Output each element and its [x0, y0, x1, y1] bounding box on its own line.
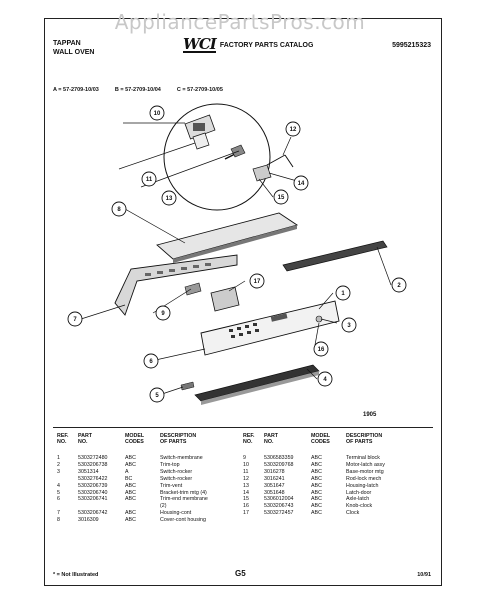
watermark: AppliancePartsPros.com [114, 10, 366, 34]
svg-text:2: 2 [397, 283, 401, 289]
wci-logo: WCI [183, 34, 217, 53]
latch-detail-circle [163, 103, 271, 211]
svg-text:12: 12 [290, 127, 297, 133]
page-number: G5 [235, 569, 246, 578]
parts-catalog-page: TAPPAN WALL OVEN WCI FACTORY PARTS CATAL… [44, 18, 442, 586]
divider [53, 427, 433, 428]
svg-text:10: 10 [154, 111, 161, 117]
brand-name: TAPPAN [53, 40, 81, 47]
callout-7: 7 [67, 311, 83, 327]
svg-text:4: 4 [323, 377, 327, 383]
callout-11: 11 [141, 171, 157, 187]
callout-14: 14 [293, 175, 309, 191]
svg-text:17: 17 [254, 279, 261, 285]
callout-10: 10 [149, 105, 165, 121]
svg-text:9: 9 [161, 311, 165, 317]
svg-text:3: 3 [347, 323, 351, 329]
exploded-parts-diagram: 10 11 12 13 14 15 8 2 7 9 17 1 3 16 6 4 … [67, 103, 407, 405]
col-ref: REF.NO. [243, 433, 255, 445]
callout-17: 17 [249, 273, 265, 289]
catalog-title: FACTORY PARTS CATALOG [219, 41, 314, 49]
brand-block: TAPPAN WALL OVEN [53, 39, 94, 57]
svg-text:11: 11 [146, 177, 153, 183]
housing-drawing [114, 254, 238, 316]
variant-c: C = 57-2709-10/05 [176, 87, 223, 93]
model-variants: A = 57-2709-10/03 B = 57-2709-10/04 C = … [53, 87, 353, 93]
figure-number: 1905 [363, 412, 377, 418]
callout-9: 9 [155, 305, 171, 321]
col-ref: REF.NO. [57, 433, 69, 445]
svg-text:15: 15 [278, 195, 285, 201]
cover-panel-drawing [156, 212, 299, 260]
svg-text:1: 1 [341, 291, 345, 297]
callout-8: 8 [111, 201, 127, 217]
vent-trim-drawing [194, 364, 320, 402]
catalog-number: 5995215323 [392, 42, 431, 49]
variant-b: B = 57-2709-10/04 [114, 87, 161, 93]
callout-2: 2 [391, 277, 407, 293]
revision-date: 10/91 [417, 572, 431, 578]
callout-15: 15 [273, 189, 289, 205]
svg-text:6: 6 [149, 359, 153, 365]
product-name: WALL OVEN [53, 49, 95, 56]
svg-text:8: 8 [117, 207, 121, 213]
motor-latch-drawing [184, 114, 294, 182]
callout-6: 6 [143, 353, 159, 369]
svg-text:13: 13 [166, 196, 173, 202]
top-trim-drawing [282, 240, 388, 272]
callout-5: 5 [149, 387, 165, 403]
callout-1: 1 [335, 285, 351, 301]
callout-16: 16 [313, 341, 329, 357]
callout-12: 12 [285, 121, 301, 137]
svg-text:7: 7 [73, 317, 77, 323]
callout-13: 13 [161, 190, 177, 206]
callout-4: 4 [317, 371, 333, 387]
svg-text:5: 5 [155, 393, 159, 399]
membrane-panel-drawing [200, 300, 340, 356]
variant-a: A = 57-2709-10/03 [53, 87, 99, 93]
svg-text:14: 14 [298, 181, 305, 187]
table-row: (2) [160, 503, 167, 510]
catalog-title-block: WCI FACTORY PARTS CATALOG [183, 34, 314, 53]
svg-text:16: 16 [318, 347, 325, 353]
footer-note: * = Not Illustrated [53, 572, 99, 578]
callout-3: 3 [341, 317, 357, 333]
